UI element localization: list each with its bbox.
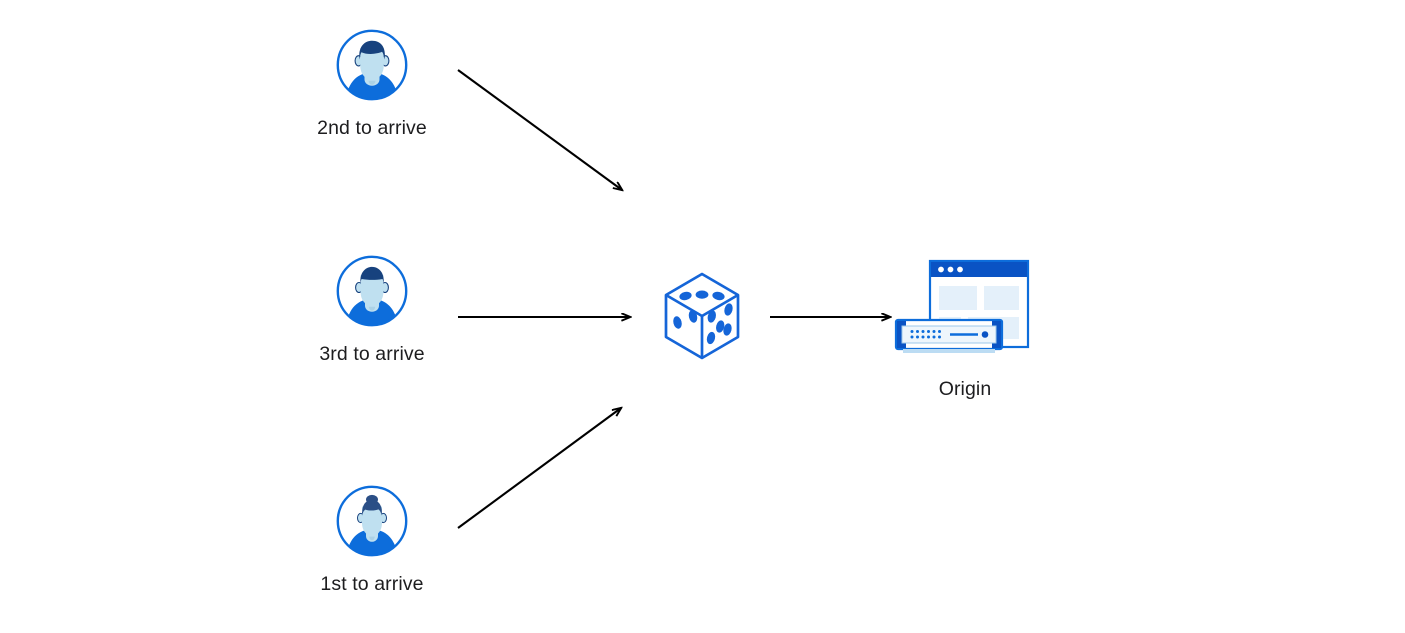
node-origin: Origin: [890, 256, 1040, 401]
node-visitor-2nd: 2nd to arrive: [310, 27, 434, 140]
user-avatar-icon: [334, 483, 410, 559]
node-visitor-3rd: 3rd to arrive: [310, 253, 434, 366]
arrow-from-1st-visitor: [457, 408, 621, 529]
node-visitor-1st: 1st to arrive: [310, 483, 434, 596]
user-avatar-icon: [334, 253, 410, 329]
node-label-visitor-2nd: 2nd to arrive: [317, 117, 427, 139]
node-randomizer-dice: [656, 268, 748, 364]
node-label-visitor-3rd: 3rd to arrive: [319, 343, 425, 365]
node-label-origin: Origin: [938, 378, 992, 400]
arrow-from-2nd-visitor: [457, 69, 622, 190]
dice-icon: [656, 268, 748, 364]
node-label-visitor-1st: 1st to arrive: [320, 573, 424, 595]
user-avatar-icon: [334, 27, 410, 103]
origin-server-icon: [890, 256, 1040, 368]
